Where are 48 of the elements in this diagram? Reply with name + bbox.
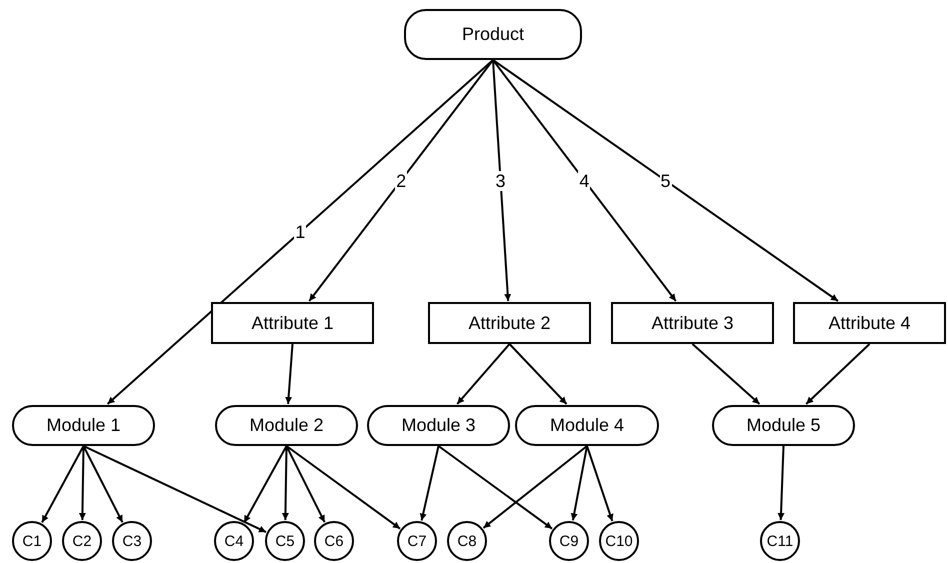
- component-circle: C10: [599, 521, 639, 561]
- attribute-box: Attribute 1: [211, 302, 374, 344]
- arrow: [83, 445, 266, 533]
- arrow: [286, 445, 401, 530]
- arrow: [438, 445, 553, 530]
- component-circle: C7: [397, 521, 437, 561]
- arrow: [106, 59, 494, 405]
- component-circle: C3: [112, 521, 152, 561]
- attribute-box: Attribute 2: [428, 302, 591, 344]
- arrow: [492, 59, 839, 302]
- component-circle: C5: [265, 521, 305, 561]
- arrow: [778, 446, 785, 520]
- arrow: [492, 59, 677, 302]
- rounded-box: Module 3: [367, 405, 510, 446]
- component-circle: C2: [62, 521, 102, 561]
- arrow: [78, 446, 86, 520]
- edge-label: 2: [395, 170, 408, 190]
- component-circle: C6: [314, 521, 354, 561]
- component-circle: C1: [12, 521, 52, 561]
- rounded-box: Module 5: [712, 405, 855, 446]
- component-circle: C8: [447, 521, 487, 561]
- arrow: [508, 343, 568, 405]
- rounded-box: Product: [404, 9, 582, 60]
- component-circle: C11: [760, 521, 800, 561]
- arrow: [456, 343, 510, 405]
- edge-label: 3: [494, 170, 507, 190]
- component-circle: C9: [549, 521, 589, 561]
- arrow: [586, 446, 614, 522]
- arrow: [41, 446, 84, 524]
- arrow: [286, 446, 326, 523]
- arrow: [482, 445, 588, 529]
- edge-label: 4: [578, 170, 590, 190]
- arrow: [243, 446, 288, 524]
- rounded-box: Module 4: [515, 405, 659, 446]
- rounded-box: Module 1: [12, 405, 155, 446]
- rounded-box: Module 2: [215, 405, 358, 446]
- arrow: [82, 446, 124, 523]
- component-circle: C4: [214, 521, 254, 561]
- arrow: [492, 60, 512, 302]
- arrow: [692, 343, 760, 405]
- attribute-box: Attribute 3: [611, 302, 774, 344]
- arrow: [285, 344, 294, 404]
- attribute-box: Attribute 4: [793, 302, 946, 344]
- arrow: [308, 59, 494, 302]
- arrow: [806, 343, 870, 405]
- arrow: [420, 446, 440, 521]
- arrow: [570, 446, 588, 521]
- arrow: [282, 446, 289, 520]
